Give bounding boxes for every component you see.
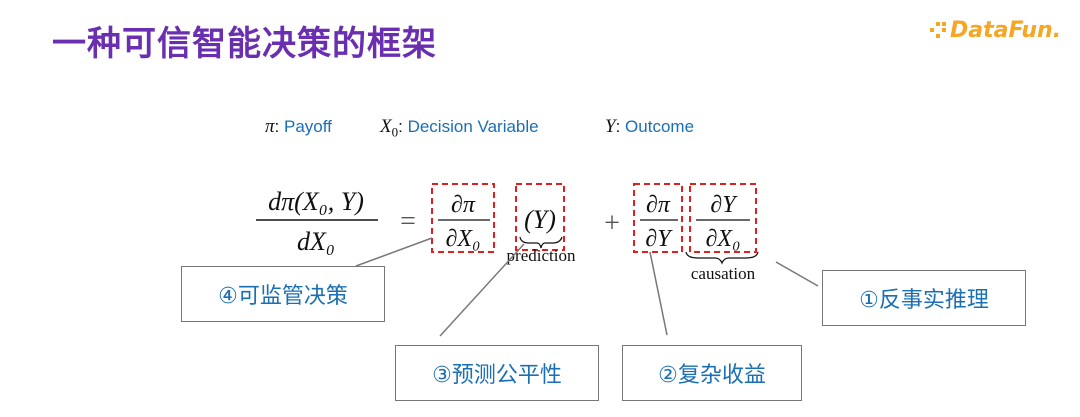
logo-text: DataFun. — [950, 17, 1062, 43]
equals-sign: = — [400, 206, 416, 237]
datafun-logo: DataFun. — [930, 16, 1061, 44]
logo-dots-icon — [930, 22, 946, 38]
dashed-box-term3 — [633, 183, 683, 253]
x0-subscript: 0 — [391, 124, 399, 140]
dashed-box-term4 — [689, 183, 757, 253]
term2-expression: (Y) — [524, 205, 556, 234]
connector-l2 — [649, 251, 668, 336]
lhs-numerator: dπ(X₀, Y) — [268, 187, 364, 216]
pi-symbol: π — [265, 116, 275, 137]
decision-variable-label: Decision Variable — [407, 117, 539, 136]
y-symbol: Y — [605, 116, 616, 137]
term3-numerator: ∂π — [646, 192, 671, 218]
legend-colon: : — [615, 117, 621, 136]
connector-l1 — [775, 261, 819, 287]
payoff-label: Payoff — [284, 117, 332, 136]
term3-denominator: ∂Y — [645, 226, 673, 252]
lhs-denominator: dX₀ — [297, 227, 335, 256]
legend-colon: : — [274, 117, 280, 136]
plus-sign: + — [604, 208, 620, 239]
dashed-box-term1 — [431, 183, 495, 253]
label-prediction-fairness: ③预测公平性 — [395, 345, 599, 401]
term1-denominator: ∂X₀ — [446, 226, 481, 252]
connector-l3 — [439, 243, 525, 337]
legend-outcome: Y: Outcome — [605, 116, 694, 138]
legend-decision-variable: X0: Decision Variable — [380, 116, 539, 140]
connector-l4 — [355, 237, 433, 267]
term4-denominator: ∂X₀ — [706, 226, 741, 252]
causation-label: causation — [691, 264, 756, 283]
dashed-box-term2 — [515, 183, 565, 251]
legend-colon: : — [398, 117, 403, 136]
label-counterfactual-reasoning: ①反事实推理 — [822, 270, 1026, 326]
term4-numerator: ∂Y — [710, 192, 738, 218]
label-complex-payoff: ②复杂收益 — [622, 345, 802, 401]
legend-payoff: π: Payoff — [265, 116, 332, 138]
label-regulatable-decision: ④可监管决策 — [181, 266, 385, 322]
x0-symbol: X — [380, 116, 392, 137]
prediction-label: prediction — [507, 246, 576, 265]
page-title: 一种可信智能决策的框架 — [52, 24, 437, 64]
term2-underbrace — [519, 236, 563, 249]
outcome-label: Outcome — [625, 117, 695, 136]
term1-numerator: ∂π — [451, 192, 476, 218]
term4-underbrace — [685, 251, 759, 265]
